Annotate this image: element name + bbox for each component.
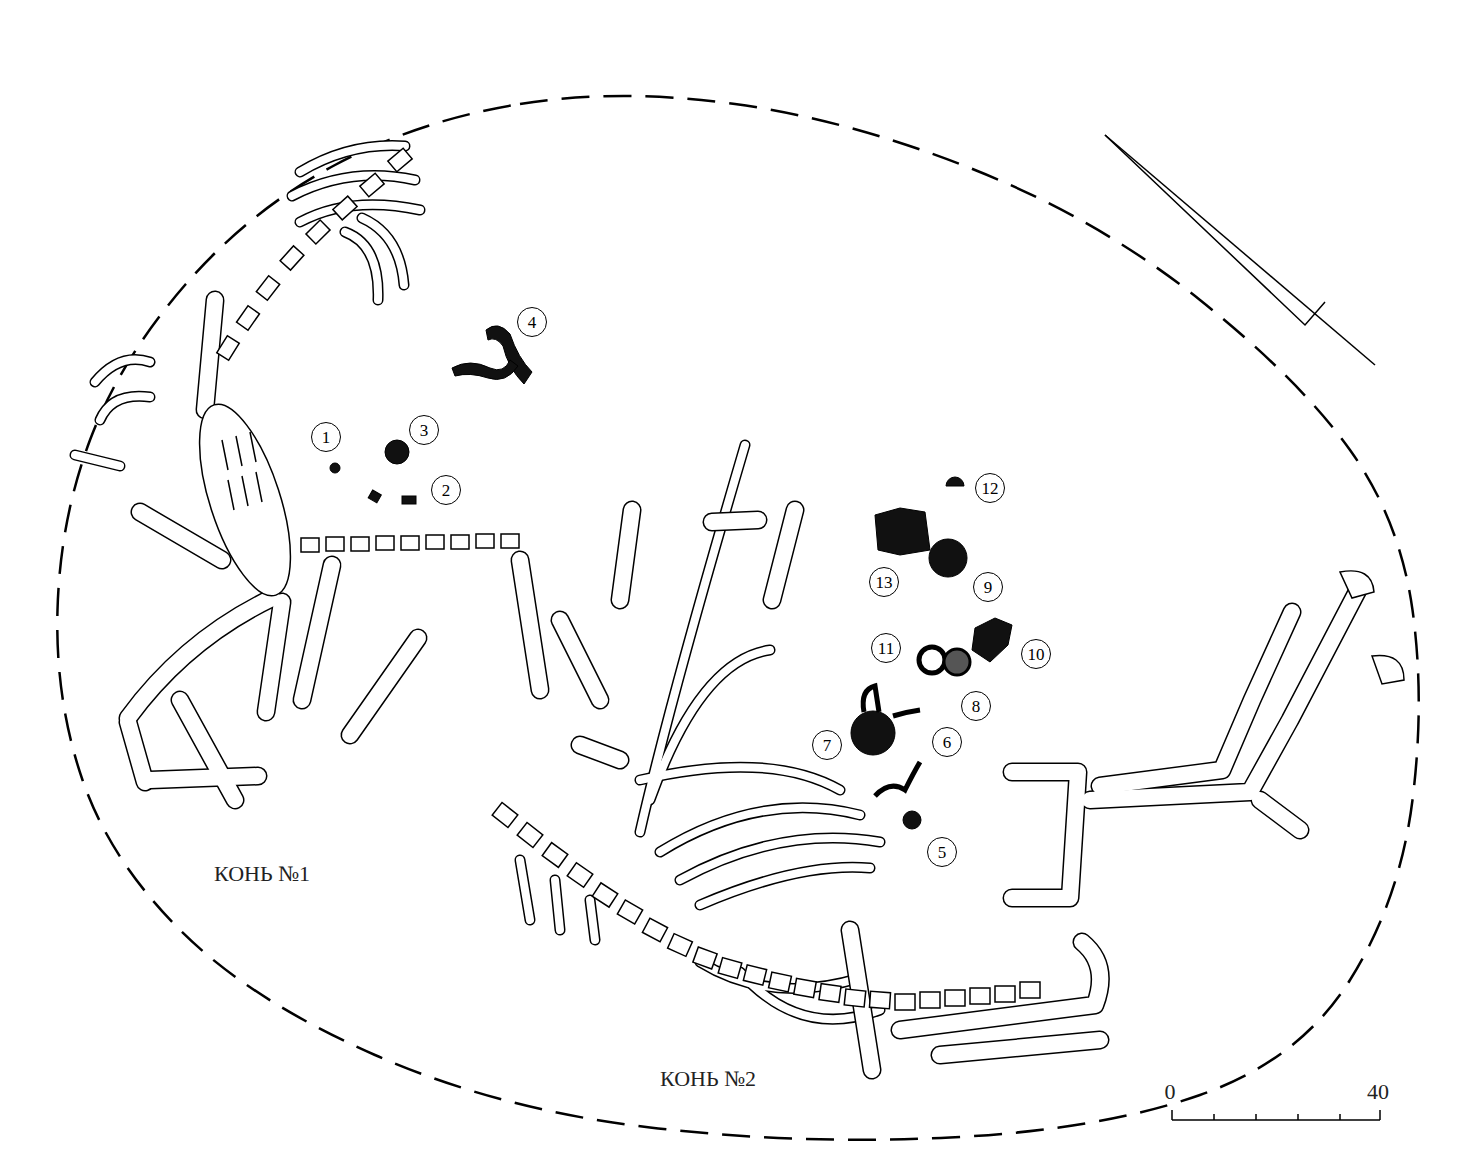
north-arrow bbox=[1105, 135, 1375, 365]
scale-number: 40 bbox=[1365, 1080, 1391, 1104]
callout-number: 3 bbox=[420, 422, 429, 439]
callout-circle: 9 bbox=[973, 572, 1003, 602]
horse-label: КОНЬ №1 bbox=[212, 862, 312, 886]
callout-number: 9 bbox=[984, 579, 993, 596]
callout-number: 6 bbox=[943, 734, 952, 751]
callout-circle: 3 bbox=[409, 415, 439, 445]
callout-circle: 5 bbox=[927, 837, 957, 867]
callout-circle: 8 bbox=[961, 691, 991, 721]
callout-circle: 11 bbox=[871, 633, 901, 663]
pit-outline bbox=[57, 96, 1418, 1140]
callout-number: 10 bbox=[1028, 646, 1045, 663]
horse-skeleton bbox=[492, 445, 1404, 1070]
callout-number: 13 bbox=[876, 574, 893, 591]
callout-circle: 4 bbox=[517, 307, 547, 337]
horse-label: КОНЬ №2 bbox=[658, 1067, 758, 1091]
horse-skeleton bbox=[75, 146, 519, 800]
callout-number: 8 bbox=[972, 698, 981, 715]
callout-number: 11 bbox=[878, 640, 894, 657]
callout-circle: 6 bbox=[932, 727, 962, 757]
callout-circle: 7 bbox=[812, 730, 842, 760]
callout-number: 1 bbox=[322, 429, 331, 446]
callout-number: 5 bbox=[938, 844, 947, 861]
callout-circle: 10 bbox=[1021, 639, 1051, 669]
scale-number: 0 bbox=[1163, 1080, 1178, 1104]
callout-circle: 2 bbox=[431, 475, 461, 505]
callout-circle: 1 bbox=[311, 422, 341, 452]
scale-bar bbox=[1172, 1110, 1380, 1120]
callout-circle: 12 bbox=[975, 473, 1005, 503]
callout-number: 7 bbox=[823, 737, 832, 754]
callout-number: 12 bbox=[982, 480, 999, 497]
callout-number: 4 bbox=[528, 314, 537, 331]
grave-goods bbox=[330, 326, 1012, 829]
callout-circle: 13 bbox=[869, 567, 899, 597]
callout-number: 2 bbox=[442, 482, 451, 499]
